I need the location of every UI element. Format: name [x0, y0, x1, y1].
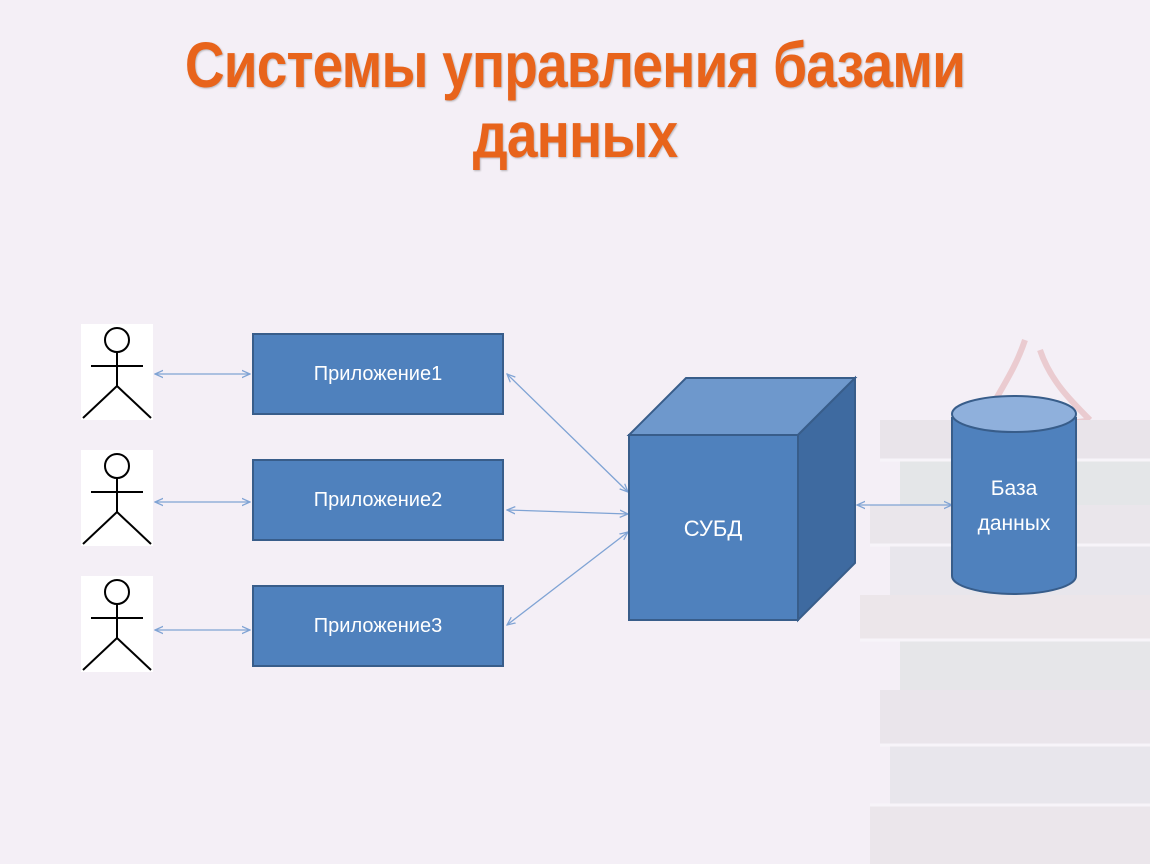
stick-figure-icon: [82, 453, 152, 545]
database-label-line1: База: [991, 477, 1038, 500]
user-actor-1: [81, 324, 153, 420]
dbms-label: СУБД: [684, 516, 743, 541]
application-box-1[interactable]: Приложение1: [252, 333, 504, 415]
connector-app1-dbms: [507, 374, 628, 492]
database-cylinder[interactable]: База данных: [951, 395, 1077, 595]
application-label: Приложение2: [313, 488, 443, 511]
application-label: Приложение1: [313, 362, 443, 385]
user-actor-3: [81, 576, 153, 672]
slide-title-line1: Системы управления базами: [184, 29, 966, 101]
slide-title-line2: данных: [472, 99, 678, 171]
user-actor-2: [81, 450, 153, 546]
application-label: Приложение3: [313, 614, 443, 637]
connector-app3-dbms: [507, 532, 628, 625]
connector-app2-dbms: [507, 510, 628, 514]
application-box-2[interactable]: Приложение2: [252, 459, 504, 541]
slide-title: Системы управления базами данных: [81, 30, 1070, 170]
dbms-cube[interactable]: СУБД: [626, 375, 858, 623]
stick-figure-icon: [82, 327, 152, 419]
stick-figure-icon: [82, 579, 152, 671]
application-box-3[interactable]: Приложение3: [252, 585, 504, 667]
database-label-line2: данных: [978, 512, 1051, 535]
